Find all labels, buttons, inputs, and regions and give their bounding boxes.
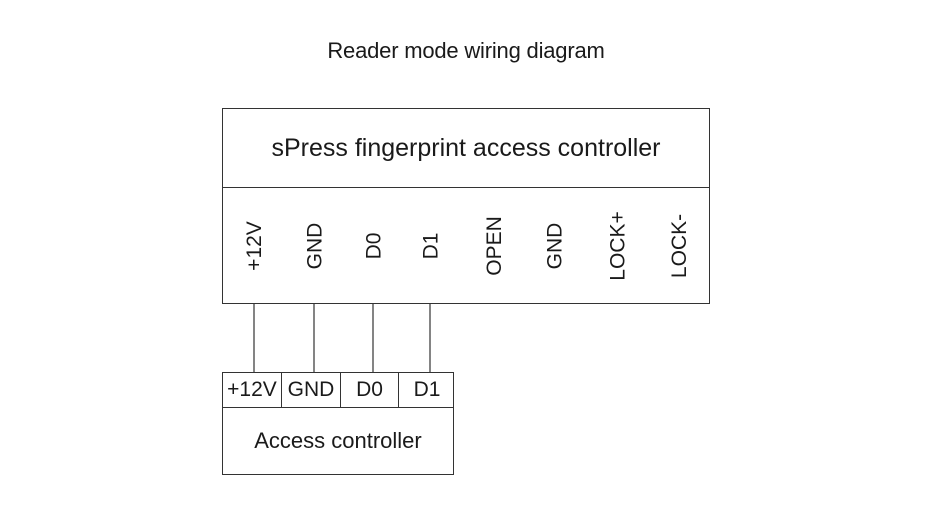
controller-terminal: +12V	[227, 378, 277, 401]
controller-box: +12V GND D0 D1 Access controller	[222, 372, 454, 475]
reader-terminal: D0	[361, 232, 385, 260]
controller-terminal: D0	[340, 373, 398, 407]
reader-terminal: GND	[302, 222, 326, 270]
diagram-title: Reader mode wiring diagram	[327, 38, 605, 63]
reader-terminal: LOCK+	[607, 211, 631, 281]
controller-terminal: D1	[398, 373, 455, 407]
controller-terminal: GND	[281, 373, 340, 407]
reader-terminal: D1	[418, 232, 442, 260]
reader-terminal: GND	[542, 222, 566, 270]
controller-terminal-strip: +12V GND D0 D1	[223, 373, 453, 408]
reader-terminal: OPEN	[482, 216, 506, 276]
reader-box: sPress fingerprint access controller +12…	[222, 108, 710, 304]
reader-label: sPress fingerprint access controller	[223, 109, 709, 188]
reader-terminal: LOCK-	[668, 213, 691, 279]
reader-terminal: +12V	[242, 221, 266, 271]
controller-label: Access controller	[254, 427, 422, 453]
